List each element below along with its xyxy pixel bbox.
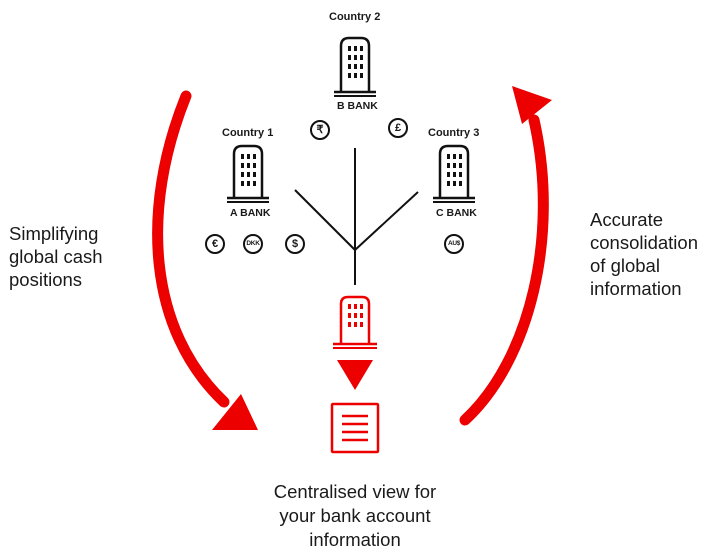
country-3-label: Country 3 bbox=[428, 127, 480, 139]
connector-lines bbox=[294, 148, 419, 285]
currency-rupee-icon: ₹ bbox=[310, 120, 330, 140]
currency-aud-icon: AU$ bbox=[444, 234, 464, 254]
document-icon bbox=[330, 402, 380, 454]
left-cycle-arrow bbox=[152, 90, 258, 430]
right-caption: Accurate consolidation of global informa… bbox=[590, 209, 698, 299]
building-icon-b-bank bbox=[334, 36, 376, 97]
country-1-label: Country 1 bbox=[222, 127, 274, 139]
right-cycle-arrow bbox=[459, 86, 552, 426]
currency-pound-icon: £ bbox=[388, 118, 408, 138]
bottom-caption: Centralised view for your bank account i… bbox=[273, 481, 437, 550]
building-icon-a-bank bbox=[227, 144, 269, 203]
country-2-label: Country 2 bbox=[329, 11, 381, 23]
central-bank-icon bbox=[333, 295, 377, 349]
left-caption: Simplifying global cash positions bbox=[9, 223, 103, 290]
currency-dkk-icon: DKK bbox=[243, 234, 263, 254]
c-bank-label: C BANK bbox=[436, 207, 477, 219]
down-arrow-icon bbox=[337, 360, 373, 390]
building-icon-c-bank bbox=[433, 144, 475, 203]
currency-euro-icon: € bbox=[205, 234, 225, 254]
b-bank-label: B BANK bbox=[337, 100, 378, 112]
a-bank-label: A BANK bbox=[230, 207, 271, 219]
currency-dollar-icon: $ bbox=[285, 234, 305, 254]
